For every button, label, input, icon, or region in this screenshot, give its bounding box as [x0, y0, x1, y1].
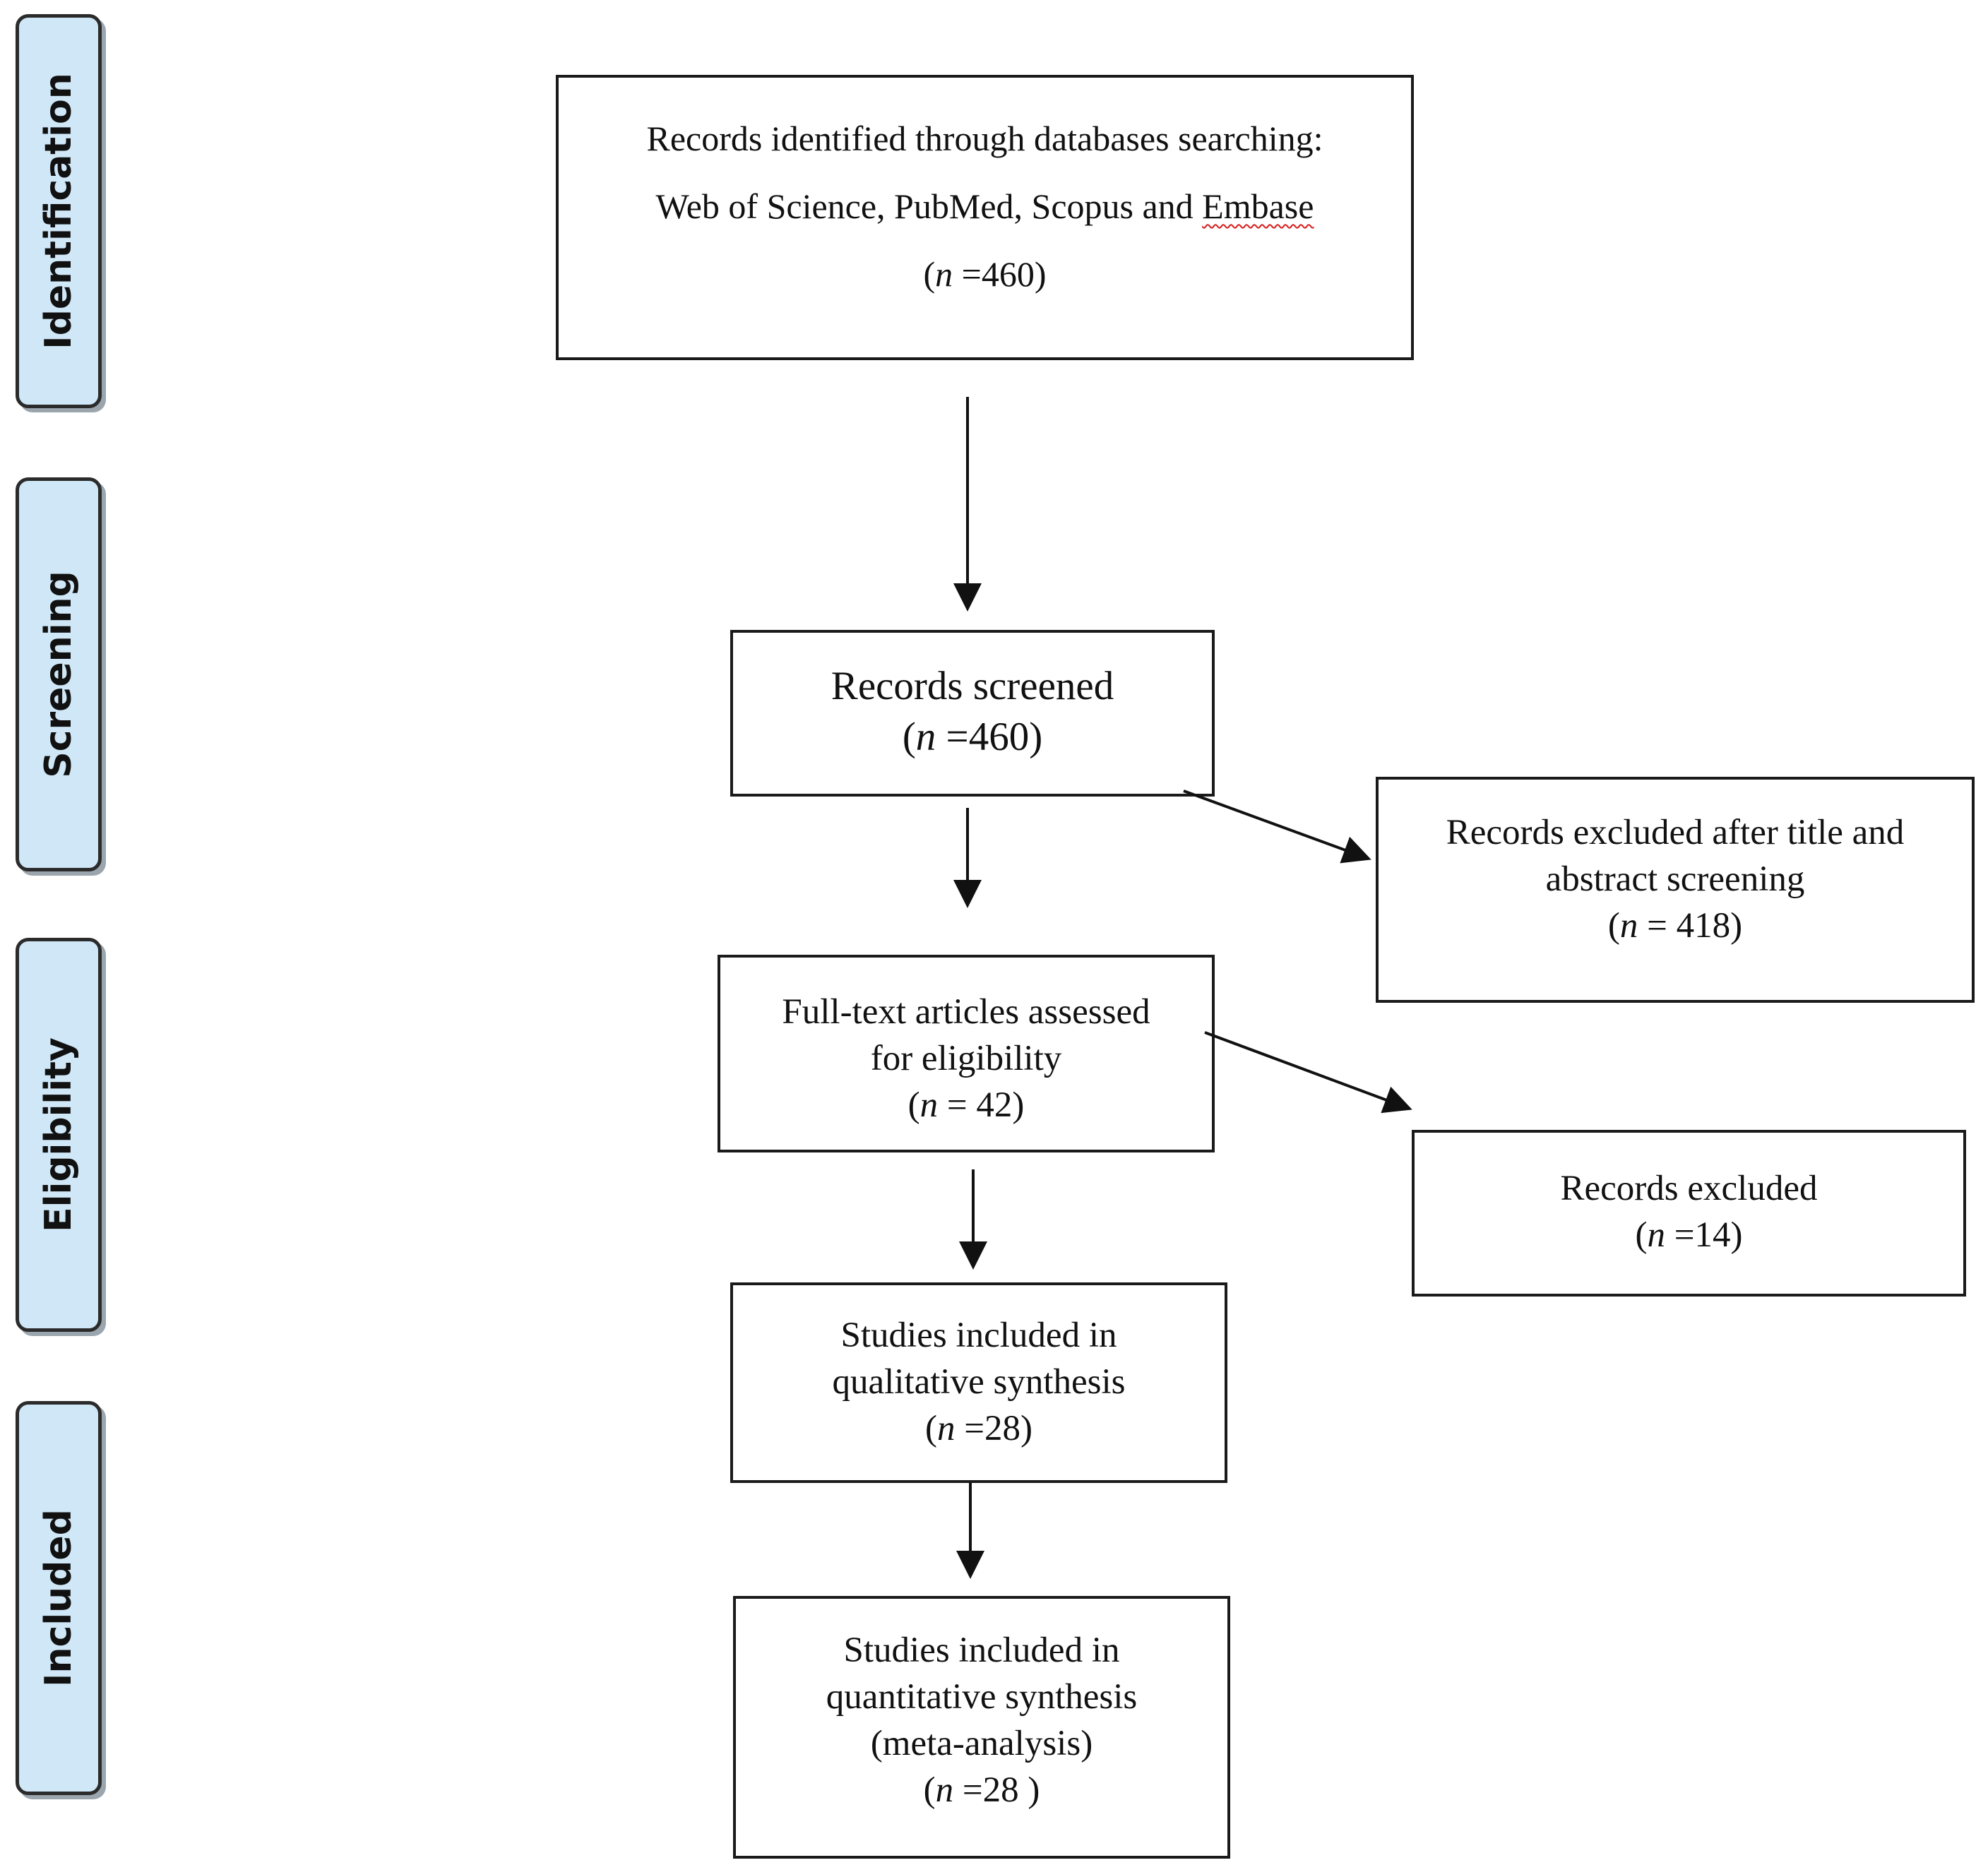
records-excluded-line-1: Records excluded — [1560, 1169, 1818, 1208]
phase-eligibility: Eligibility — [16, 938, 102, 1332]
excluded-ta-count: n = 418 — [1379, 902, 1972, 949]
arrow-full-text-to-records-excluded — [1204, 1031, 1412, 1114]
box-records-identified: Records identified through databases sea… — [556, 75, 1414, 360]
identified-embase: Embase — [1202, 186, 1314, 226]
box-qualitative-synthesis: Studies included in qualitative synthesi… — [730, 1282, 1227, 1483]
box-records-excluded: Records excluded n =14 — [1412, 1130, 1966, 1297]
qualitative-line-1: Studies included in — [840, 1316, 1117, 1355]
identified-count: n =460 — [559, 240, 1411, 308]
records-excluded-count: n =14 — [1415, 1212, 1963, 1258]
screened-n-var: n — [915, 715, 936, 759]
quantitative-line-2: quantitative synthesis — [826, 1677, 1138, 1717]
full-text-n-value: = 42 — [938, 1085, 1013, 1125]
screened-line-1: Records screened — [831, 664, 1114, 708]
box-full-text-assessed: Full-text articles assessed for eligibil… — [718, 955, 1215, 1152]
box-excluded-title-abstract: Records excluded after title and abstrac… — [1376, 777, 1975, 1003]
screened-n-value: =460 — [936, 715, 1030, 759]
identified-n-var: n — [935, 254, 953, 294]
records-excluded-n-value: =14 — [1665, 1215, 1731, 1255]
phase-screening: Screening — [16, 477, 102, 871]
qualitative-count: n =28 — [733, 1405, 1225, 1452]
phase-included: Included — [16, 1401, 102, 1795]
full-text-line-2: for eligibility — [870, 1039, 1062, 1078]
excluded-ta-n-var: n — [1619, 906, 1638, 946]
full-text-n-var: n — [919, 1085, 939, 1125]
qualitative-line-2: qualitative synthesis — [832, 1362, 1126, 1402]
quantitative-line-3: (meta-analysis) — [870, 1724, 1093, 1763]
quantitative-count: n =28 — [736, 1767, 1227, 1813]
records-excluded-n-var: n — [1647, 1215, 1665, 1255]
box-quantitative-synthesis: Studies included in quantitative synthes… — [733, 1596, 1230, 1859]
box-records-screened: Records screened n =460 — [730, 630, 1215, 797]
phase-identification: Identification — [16, 14, 102, 408]
excluded-ta-line-1: Records excluded after title and — [1446, 813, 1905, 852]
identified-n-value: =460 — [953, 254, 1035, 294]
arrow-screened-to-excluded — [1183, 790, 1371, 864]
qualitative-n-var: n — [936, 1409, 956, 1448]
identified-line-2: Web of Science, PubMed, Scopus and Embas… — [559, 172, 1411, 240]
quantitative-n-var: n — [935, 1770, 954, 1810]
full-text-count: n = 42 — [720, 1082, 1212, 1128]
identified-line-1: Records identified through databases sea… — [646, 119, 1323, 158]
quantitative-line-1: Studies included in — [843, 1631, 1120, 1670]
qualitative-n-value: =28 — [955, 1409, 1020, 1448]
excluded-ta-n-value: = 418 — [1638, 906, 1731, 946]
identified-databases: Web of Science, PubMed, Scopus and — [655, 186, 1203, 226]
excluded-ta-line-2: abstract screening — [1545, 859, 1805, 899]
quantitative-n-value: =28 — [953, 1770, 1028, 1810]
screened-count: n =460 — [733, 712, 1212, 763]
full-text-line-1: Full-text articles assessed — [782, 992, 1150, 1032]
